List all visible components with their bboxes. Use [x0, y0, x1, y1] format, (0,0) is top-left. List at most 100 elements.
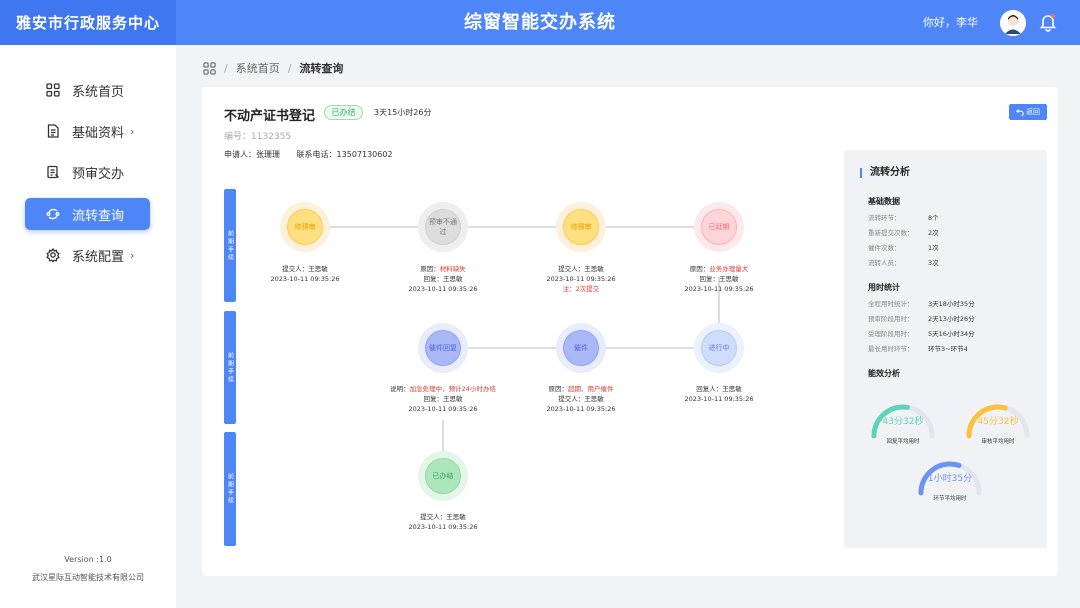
- sidebar-item-basic-data[interactable]: 基础资料 ›: [25, 115, 150, 147]
- flow-connector: [442, 420, 444, 453]
- stat-row: 受理阶段用时：5天16小时34分: [868, 330, 975, 338]
- sidebar-item-label: 预审交办: [72, 166, 125, 182]
- document-icon: [45, 124, 60, 139]
- flow-node-in-progress[interactable]: 进行中: [694, 323, 744, 373]
- flow-icon: [45, 207, 60, 222]
- applicant-phone: 联系电话：13507130602: [296, 150, 393, 159]
- avatar[interactable]: [1000, 10, 1026, 36]
- flow-node-urge[interactable]: 催件: [556, 323, 606, 373]
- sidebar-item-label: 流转查询: [72, 208, 125, 224]
- sidebar-item-label: 基础资料: [72, 125, 125, 141]
- gauge-step: 1小时35分 环节平均用时: [915, 457, 985, 507]
- node-caption: 提交人：王思敏 2023-10-11 09:35:26 注：2次提交: [516, 264, 646, 294]
- node-caption: 原因：超期、用户催件提交人：王思敏 2023-10-11 09:35:26: [516, 384, 646, 414]
- sidebar-item-flow-query[interactable]: 流转查询: [25, 198, 150, 230]
- flow-node-pending-review[interactable]: 待预审: [280, 202, 330, 252]
- flow-connector: [305, 226, 719, 228]
- flow-connector: [718, 277, 720, 324]
- caption-line: 提交人：王思敏: [558, 265, 604, 273]
- caption-line: 原因：超期、用户催件: [548, 385, 614, 393]
- stage-label: 前期手续: [224, 432, 236, 546]
- sidebar-item-pre-review[interactable]: 预审交办: [25, 156, 150, 188]
- caption-line: 2023-10-11 09:35:26: [684, 285, 754, 293]
- time-stats-title: 用时统计: [868, 283, 900, 292]
- caption-line: 回复：王思敏: [423, 275, 463, 283]
- caption-line: 说明：加急处理中，预计24小时办结: [390, 385, 496, 393]
- stat-row: 催件次数：1次: [868, 244, 939, 252]
- basic-data-title: 基础数据: [868, 197, 900, 206]
- grid-icon: [45, 83, 60, 98]
- breadcrumb: / 系统首页 / 流转查询: [203, 60, 343, 76]
- caption-line: 原因：材料缺失: [420, 265, 466, 273]
- breadcrumb-home[interactable]: 系统首页: [235, 62, 280, 75]
- panel-title: 流转分析: [860, 168, 910, 178]
- record-title: 不动产证书登记: [224, 109, 316, 124]
- company-text: 武汉星际互动智能技术有限公司: [32, 573, 144, 582]
- caption-line: 注：2次提交: [562, 285, 600, 293]
- sidebar-item-settings[interactable]: 系统配置 ›: [25, 239, 150, 271]
- flow-node-urge-reply[interactable]: 催件回复: [418, 323, 468, 373]
- duration-text: 3天15小时26分: [374, 108, 432, 117]
- node-caption: 原因：业务办理量大回复：王思敏 2023-10-11 09:35:26: [654, 264, 784, 294]
- back-button[interactable]: 返回: [1009, 104, 1047, 120]
- gear-icon: [45, 248, 60, 263]
- flow-node-pending-review-2[interactable]: 待预审: [556, 202, 606, 252]
- caption-line: 2023-10-11 09:35:26: [546, 275, 616, 283]
- performance-title: 能效分析: [868, 369, 900, 378]
- detail-card: 不动产证书登记 已办结 3天15小时26分 返回 编号：1132355 申请人：…: [202, 87, 1058, 576]
- chevron-right-icon: ›: [130, 248, 135, 262]
- chevron-right-icon: ›: [130, 124, 135, 138]
- stat-row: 流转人员：3次: [868, 259, 939, 267]
- version-text: Version :1.0: [64, 555, 112, 564]
- flow-analysis-panel: 流转分析 基础数据 流转环节：8个 重新提交次数：2次 催件次数：1次 流转人员…: [844, 150, 1047, 548]
- stage-label: 前期手续: [224, 311, 236, 424]
- caption-line: 提交人：王思敏: [558, 395, 604, 403]
- caption-line: 2023-10-11 09:35:26: [408, 285, 478, 293]
- clipboard-icon: [45, 165, 60, 180]
- breadcrumb-current: 流转查询: [299, 62, 344, 75]
- brand-title: 雅安市行政服务中心: [0, 0, 176, 45]
- node-caption: 提交人：王思敏 2023-10-11 09:35:26: [240, 264, 370, 284]
- caption-line: 2023-10-11 09:35:26: [684, 395, 754, 403]
- sidebar-item-label: 系统首页: [72, 84, 125, 100]
- caption-line: 原因：业务办理量大: [689, 265, 749, 273]
- node-caption: 说明：加急处理中，预计24小时办结回复：王思敏 2023-10-11 09:35:…: [378, 384, 508, 414]
- caption-line: 2023-10-11 09:35:26: [408, 523, 478, 531]
- stat-row: 流转环节：8个: [868, 214, 939, 222]
- back-arrow-icon: [1016, 108, 1024, 116]
- sidebar: 系统首页 基础资料 › 预审交办 流转查询 系统配置 › Version :1.…: [0, 45, 176, 608]
- gauge-reply: 43分32秒 回复平均用时: [868, 400, 938, 450]
- apps-icon[interactable]: [203, 61, 216, 75]
- record-code: 编号：1132355: [224, 132, 292, 142]
- status-badge: 已办结: [324, 105, 363, 120]
- flow-node-completed[interactable]: 已办结: [418, 451, 468, 501]
- stat-row: 最长用时环节：环节3~环节4: [868, 345, 968, 353]
- stage-label: 前期手续: [224, 189, 236, 302]
- stat-row: 重新提交次数：2次: [868, 229, 939, 237]
- stat-row: 全程用时统计：3天18小时35分: [868, 300, 975, 308]
- sidebar-item-label: 系统配置: [72, 249, 125, 265]
- breadcrumb-separator: /: [287, 61, 292, 75]
- sidebar-item-home[interactable]: 系统首页: [25, 74, 150, 106]
- user-greeting: 你好，李华: [923, 16, 978, 29]
- caption-line: 提交人：王思敏: [420, 513, 466, 521]
- back-label: 返回: [1026, 108, 1040, 116]
- bell-icon[interactable]: [1038, 12, 1058, 32]
- applicant-name: 申请人：张珊珊: [224, 150, 280, 159]
- caption-line: 2023-10-11 09:35:26: [270, 275, 340, 283]
- caption-line: 回复：王思敏: [699, 275, 739, 283]
- caption-line: 2023-10-11 09:35:26: [546, 405, 616, 413]
- applicant-info: 申请人：张珊珊 联系电话：13507130602: [224, 149, 407, 160]
- stat-row: 预审阶段用时：2天13小时26分: [868, 315, 975, 323]
- gauge-review: 45分32秒 审核平均用时: [963, 400, 1033, 450]
- breadcrumb-separator: /: [224, 61, 228, 75]
- node-caption: 回复人：王思敏 2023-10-11 09:35:26: [654, 384, 784, 404]
- node-caption: 提交人：王思敏 2023-10-11 09:35:26: [378, 512, 508, 532]
- flow-node-review-rejected[interactable]: 预审不通过: [418, 202, 468, 252]
- flow-node-delayed[interactable]: 已延期: [694, 202, 744, 252]
- caption-line: 回复：王思敏: [423, 395, 463, 403]
- caption-line: 提交人：王思敏: [282, 265, 328, 273]
- node-caption: 原因：材料缺失回复：王思敏 2023-10-11 09:35:26: [378, 264, 508, 294]
- caption-line: 回复人：王思敏: [696, 385, 742, 393]
- caption-line: 2023-10-11 09:35:26: [408, 405, 478, 413]
